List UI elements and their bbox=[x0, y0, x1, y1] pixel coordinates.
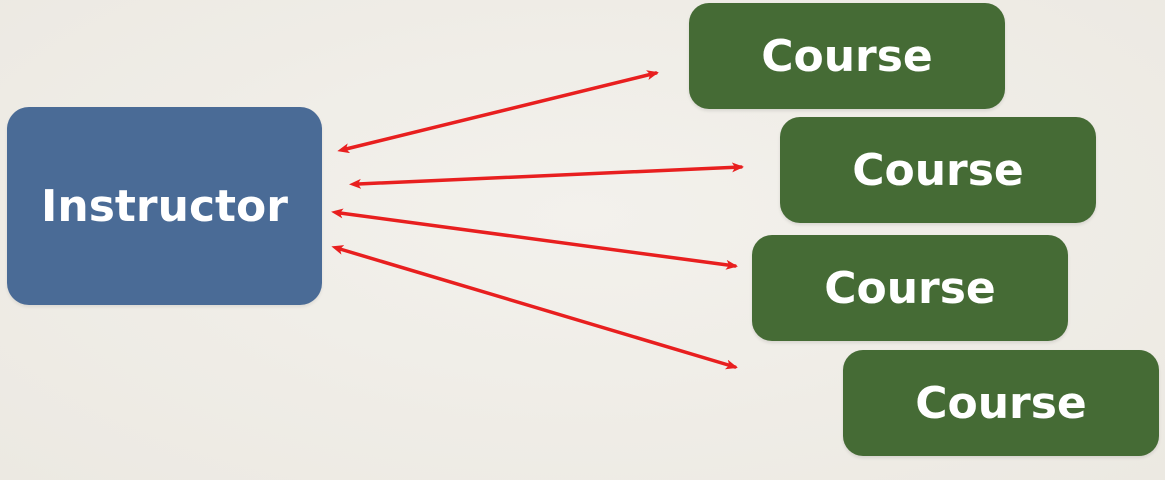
arrow-instructor-course-2 bbox=[349, 162, 744, 189]
arrow-instructor-course-3 bbox=[331, 208, 738, 270]
arrow-instructor-course-4 bbox=[331, 245, 738, 370]
course-label-4: Course bbox=[915, 377, 1087, 429]
course-box-4: Course bbox=[843, 350, 1159, 456]
course-box-1: Course bbox=[689, 3, 1005, 109]
course-box-3: Course bbox=[752, 235, 1068, 341]
instructor-label: Instructor bbox=[41, 180, 288, 232]
instructor-box: Instructor bbox=[7, 107, 322, 305]
course-label-2: Course bbox=[852, 144, 1024, 196]
arrow-instructor-course-1 bbox=[337, 70, 659, 154]
course-label-1: Course bbox=[761, 30, 933, 82]
course-box-2: Course bbox=[780, 117, 1096, 223]
course-label-3: Course bbox=[824, 262, 996, 314]
